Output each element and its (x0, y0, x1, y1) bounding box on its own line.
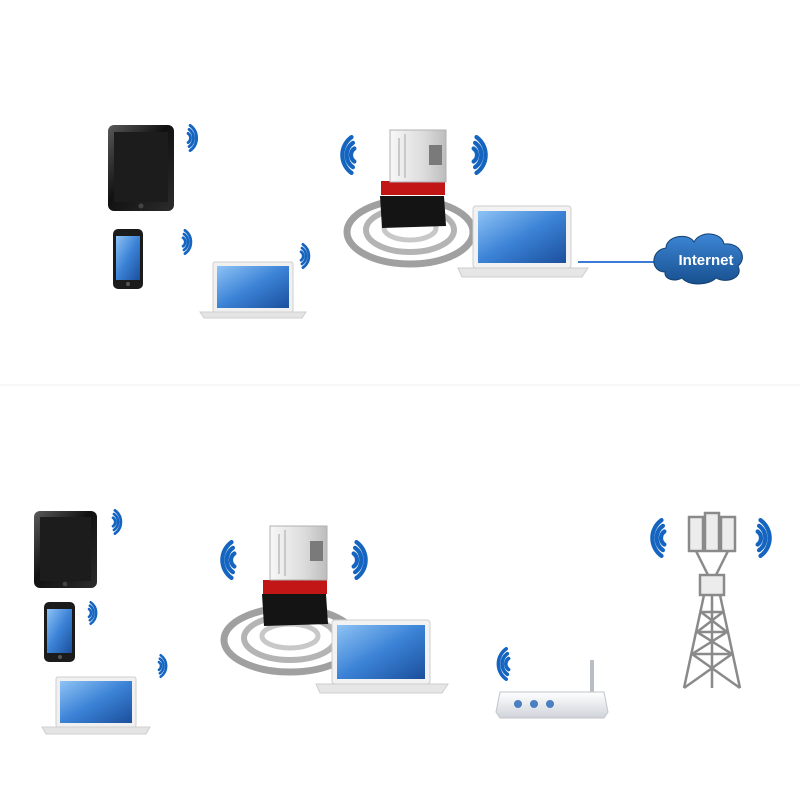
top-scene: Internet (108, 124, 743, 319)
wifi-signal-icon (351, 540, 368, 580)
wifi-arc (89, 601, 98, 625)
wifi-arc (340, 135, 354, 175)
wifi-arc (755, 529, 764, 547)
tablet-icon (34, 511, 97, 588)
wifi-signal-icon (157, 654, 168, 678)
wifi-arc (504, 656, 511, 672)
wifi-arc (344, 140, 356, 170)
wifi-signal-icon (220, 540, 237, 580)
wifi-arc (186, 131, 192, 145)
wifi-signal-icon (755, 518, 772, 558)
wifi-arc (182, 232, 190, 252)
wifi-signal-icon (299, 243, 311, 269)
wifi-signal-icon (87, 601, 98, 625)
wifi-signal-icon (181, 229, 193, 255)
phone-icon (44, 602, 75, 662)
wifi-arc (87, 607, 93, 619)
host-laptop-icon (457, 205, 589, 278)
wifi-arc (654, 523, 666, 553)
wifi-arc (351, 551, 360, 569)
wifi-arc (159, 654, 168, 678)
wifi-signal-icon (340, 135, 357, 175)
wifi-arc (474, 135, 488, 175)
wifi-arc (500, 651, 510, 677)
wifi-arc (471, 146, 480, 164)
wifi-signal-icon (186, 124, 198, 152)
wifi-arc (658, 529, 667, 547)
wifi-arc (472, 140, 484, 170)
phone-icon (113, 229, 143, 289)
wifi-arc (88, 604, 95, 622)
wifi-signal-icon (496, 647, 511, 681)
wifi-signal-icon (471, 135, 488, 175)
wifi-arc (181, 236, 187, 248)
wifi-arc (220, 540, 234, 580)
wifi-arc (187, 127, 195, 149)
wifi-arc (299, 250, 305, 262)
internet-cloud-icon: Internet (653, 233, 743, 285)
wifi-arc (300, 246, 308, 266)
wifi-signal-icon (650, 518, 667, 558)
wifi-arc (756, 523, 768, 553)
wifi-arc (352, 545, 364, 575)
wifi-arc (228, 551, 237, 569)
wifi-arc (183, 229, 193, 255)
wifi-arc (158, 657, 165, 675)
wifi-arc (496, 647, 508, 681)
wifi-signal-icon (111, 509, 123, 535)
wifi-arc (224, 545, 236, 575)
laptop-icon (199, 261, 307, 319)
wifi-arc (348, 146, 357, 164)
usb-wifi-adapter-icon (343, 129, 477, 268)
internet-cloud-label: Internet (678, 252, 733, 269)
wifi-arc (650, 518, 664, 558)
wifi-arc (112, 512, 120, 532)
wifi-arc (758, 518, 772, 558)
laptop-icon (41, 676, 151, 735)
wifi-arc (157, 660, 163, 672)
wifi-arc (111, 516, 117, 528)
usb-wifi-adapter-icon (220, 525, 360, 676)
wifi-arc (301, 243, 311, 269)
host-laptop-icon (315, 619, 449, 694)
wifi-arc (113, 509, 123, 535)
cell-tower-icon (682, 511, 742, 690)
wifi-arc (354, 540, 368, 580)
tablet-icon (108, 125, 174, 211)
wifi-arc (188, 124, 198, 152)
router-icon (495, 660, 609, 719)
bottom-scene (34, 509, 772, 735)
